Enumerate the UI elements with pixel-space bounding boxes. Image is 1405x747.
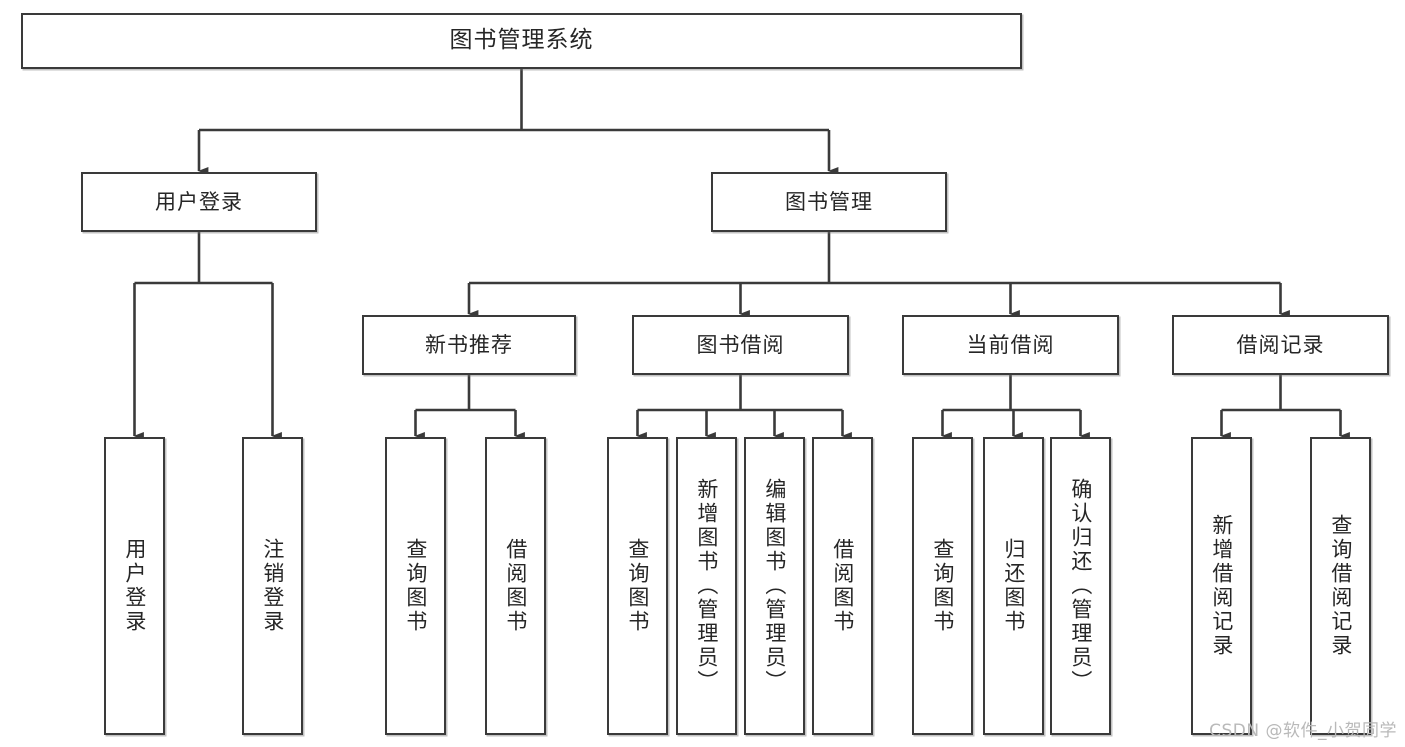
node-label: 查询图书	[403, 538, 428, 634]
node-leaf-cur-return[interactable]: 归还图书	[983, 437, 1044, 735]
node-leaf-cur-query[interactable]: 查询图书	[912, 437, 973, 735]
node-label: 用户登录	[155, 189, 243, 214]
node-label: 查询图书	[625, 538, 650, 634]
node-label: 用户登录	[122, 538, 147, 634]
node-label: 图书管理	[785, 189, 873, 214]
node-leaf-user-login[interactable]: 用户登录	[104, 437, 165, 735]
node-leaf-borrow-lend[interactable]: 借阅图书	[812, 437, 873, 735]
node-label: 查询借阅记录	[1328, 514, 1353, 658]
node-leaf-user-logout[interactable]: 注销登录	[242, 437, 303, 735]
node-leaf-rec-query2[interactable]: 查询借阅记录	[1310, 437, 1371, 735]
node-leaf-rec-borrow[interactable]: 借阅图书	[485, 437, 546, 735]
node-current-borrow[interactable]: 当前借阅	[902, 315, 1119, 375]
node-label: 借阅记录	[1236, 332, 1325, 357]
node-label: 新增图书（管理员）	[694, 478, 719, 694]
edge-group	[133, 69, 1350, 441]
node-user-login[interactable]: 用户登录	[81, 172, 317, 232]
node-label: 图书借阅	[696, 332, 785, 357]
node-borrow-record[interactable]: 借阅记录	[1172, 315, 1389, 375]
node-label: 借阅图书	[830, 538, 855, 634]
node-label: 确认归还（管理员）	[1068, 478, 1093, 694]
node-leaf-borrow-add[interactable]: 新增图书（管理员）	[676, 437, 737, 735]
node-leaf-rec-query[interactable]: 查询图书	[385, 437, 446, 735]
node-label: 新书推荐	[425, 332, 513, 357]
node-label: 归还图书	[1001, 538, 1026, 634]
node-label: 图书管理系统	[449, 27, 594, 54]
node-label: 借阅图书	[503, 538, 528, 634]
node-leaf-borrow-query[interactable]: 查询图书	[607, 437, 668, 735]
node-book-manage[interactable]: 图书管理	[711, 172, 947, 232]
node-label: 查询图书	[930, 538, 955, 634]
node-label: 注销登录	[260, 538, 285, 634]
node-root[interactable]: 图书管理系统	[21, 13, 1022, 69]
node-book-borrow[interactable]: 图书借阅	[632, 315, 849, 375]
node-leaf-rec-add[interactable]: 新增借阅记录	[1191, 437, 1252, 735]
node-label: 编辑图书（管理员）	[762, 478, 787, 694]
node-label: 新增借阅记录	[1209, 514, 1234, 658]
node-label: 当前借阅	[966, 332, 1055, 357]
node-new-book-rec[interactable]: 新书推荐	[362, 315, 576, 375]
node-leaf-cur-confirm[interactable]: 确认归还（管理员）	[1050, 437, 1111, 735]
node-leaf-borrow-edit[interactable]: 编辑图书（管理员）	[744, 437, 805, 735]
